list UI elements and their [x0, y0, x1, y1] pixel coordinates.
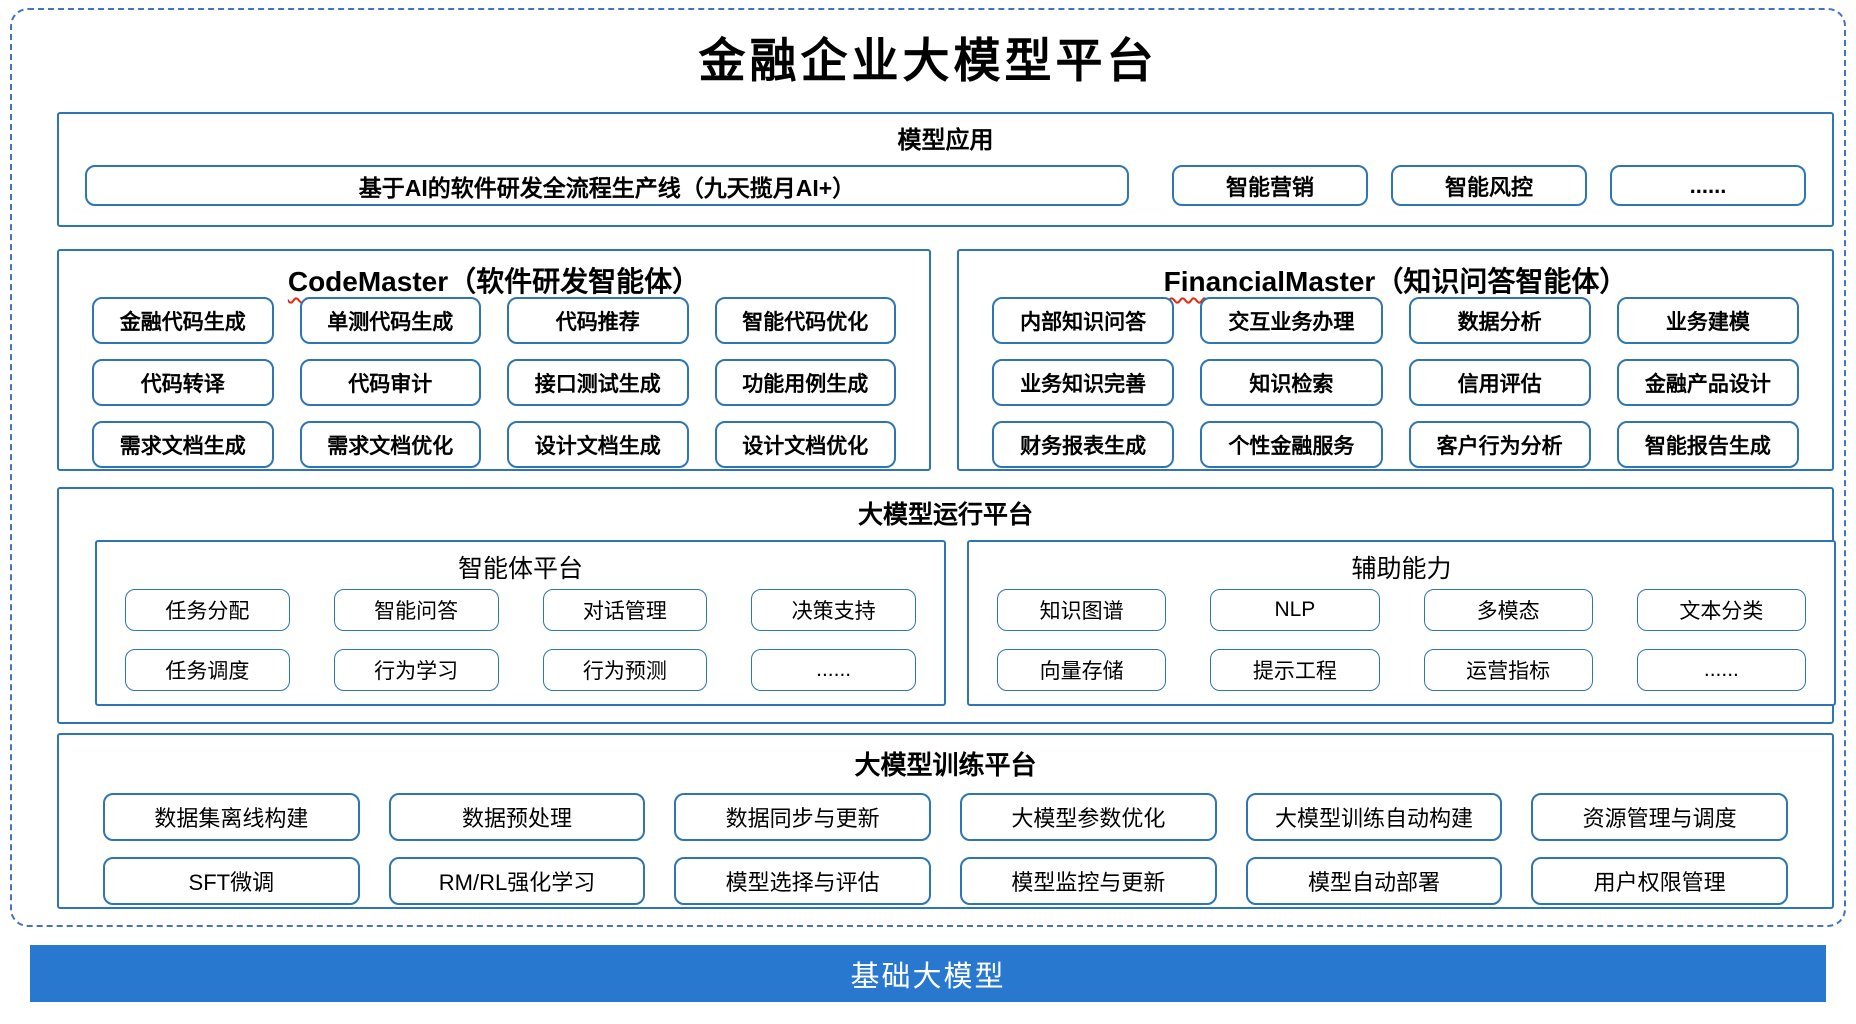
codemaster-capability-box: 设计文档生成	[507, 421, 689, 468]
financialmaster-capability-box: 个性金融服务	[1200, 421, 1383, 468]
training-capability-box: 数据同步与更新	[674, 793, 931, 841]
aux-ability-capability-box: 运营指标	[1423, 649, 1593, 691]
aux-ability-capability-box: 多模态	[1423, 589, 1593, 631]
agent-platform-box: 智能体平台 任务分配 智能问答 对话管理 决策支持任务调度 行为学习 行为预测......	[95, 540, 946, 706]
section-model-application-header: 模型应用	[897, 127, 994, 154]
codemaster-capability-box: 接口测试生成	[507, 359, 689, 406]
aux-ability-capability-box: 提示工程	[1210, 649, 1380, 691]
financialmaster-capability-box: 内部知识问答	[992, 297, 1175, 344]
codemaster-capability-box: 代码转译	[92, 359, 274, 406]
base-model-label: 基础大模型	[850, 960, 1006, 993]
codemaster-header: CodeMaster（软件研发智能体）	[59, 251, 929, 300]
agent-platform-capability-box: ......	[751, 649, 916, 691]
agent-platform-capability-box: 行为学习	[333, 649, 499, 691]
section-training-platform: 大模型训练平台 数据集离线构建数据预处理数据同步与更新大模型参数优化大模型训练自…	[57, 733, 1834, 909]
codemaster-capability-box: 设计文档优化	[714, 421, 896, 468]
training-capability-box: 模型选择与评估	[674, 857, 931, 905]
codemaster-capability-box: 代码审计	[299, 359, 481, 406]
training-capability-box: 大模型训练自动构建	[1245, 793, 1503, 841]
agent-platform-capability-box: 决策支持	[751, 589, 916, 631]
section-model-application: 模型应用 基于AI的软件研发全流程生产线（九天揽月AI+） 智能营销智能风控..…	[57, 112, 1834, 227]
training-grid: 数据集离线构建数据预处理数据同步与更新大模型参数优化大模型训练自动构建资源管理与…	[103, 793, 1788, 905]
aux-ability-capability-box: 向量存储	[997, 649, 1167, 691]
aux-ability-capability-box: ......	[1636, 649, 1806, 691]
codemaster-capability-box: 需求文档优化	[299, 421, 481, 468]
financialmaster-capability-box: 金融产品设计	[1616, 359, 1799, 406]
financialmaster-capability-box: 业务建模	[1616, 297, 1799, 344]
codemaster-capability-box: 代码推荐	[507, 297, 689, 344]
model-application-row: 基于AI的软件研发全流程生产线（九天揽月AI+） 智能营销智能风控......	[85, 165, 1806, 206]
page-title: 金融企业大模型平台	[698, 34, 1158, 89]
agent-platform-header: 智能体平台	[457, 555, 583, 583]
training-capability-box: 模型自动部署	[1245, 857, 1503, 905]
financialmaster-header: FinancialMaster（知识问答智能体）	[959, 251, 1832, 300]
financialmaster-name: FinancialMaster	[1163, 266, 1376, 297]
financialmaster-subtitle: （知识问答智能体）	[1375, 266, 1628, 297]
training-capability-box: SFT微调	[103, 857, 360, 905]
financialmaster-capability-box: 数据分析	[1408, 297, 1591, 344]
codemaster-capability-box: 单测代码生成	[299, 297, 481, 344]
agent-platform-capability-box: 对话管理	[542, 589, 708, 631]
financialmaster-capability-box: 智能报告生成	[1616, 421, 1799, 468]
agent-platform-capability-box: 任务分配	[125, 589, 290, 631]
training-capability-box: 数据预处理	[388, 793, 646, 841]
aux-ability-grid: 知识图谱 NLP 多模态 文本分类向量存储 提示工程 运营指标......	[997, 589, 1806, 691]
training-platform-header: 大模型训练平台	[854, 750, 1037, 780]
financialmaster-capability-box: 客户行为分析	[1408, 421, 1591, 468]
aux-ability-box: 辅助能力 知识图谱 NLP 多模态 文本分类向量存储 提示工程 运营指标......	[967, 540, 1836, 706]
aux-ability-header: 辅助能力	[1351, 555, 1452, 583]
codemaster-capability-box: 智能代码优化	[714, 297, 896, 344]
training-capability-box: 用户权限管理	[1531, 857, 1788, 905]
training-capability-box: 模型监控与更新	[959, 857, 1217, 905]
training-capability-box: 数据集离线构建	[103, 793, 360, 841]
codemaster-capability-box: 功能用例生成	[714, 359, 896, 406]
codemaster-subtitle: （软件研发智能体）	[448, 266, 701, 297]
codemaster-grid: 金融代码生成单测代码生成代码推荐智能代码优化代码转译代码审计接口测试生成功能用例…	[92, 297, 896, 468]
codemaster-capability-box: 金融代码生成	[92, 297, 274, 344]
section-financialmaster: FinancialMaster（知识问答智能体） 内部知识问答交互业务办理数据分…	[957, 249, 1834, 471]
section-codemaster: CodeMaster（软件研发智能体） 金融代码生成单测代码生成代码推荐智能代码…	[57, 249, 931, 471]
agent-platform-capability-box: 任务调度	[125, 649, 290, 691]
agent-platform-capability-box: 智能问答	[333, 589, 499, 631]
aux-ability-capability-box: NLP	[1210, 589, 1380, 631]
agent-platform-capability-box: 行为预测	[542, 649, 708, 691]
aux-ability-capability-box: 文本分类	[1636, 589, 1806, 631]
section-runtime-platform: 大模型运行平台 智能体平台 任务分配 智能问答 对话管理 决策支持任务调度 行为学习 行为…	[57, 487, 1836, 724]
training-capability-box: 资源管理与调度	[1531, 793, 1788, 841]
financialmaster-capability-box: 业务知识完善	[992, 359, 1175, 406]
application-box: ......	[1610, 165, 1806, 206]
pipeline-box: 基于AI的软件研发全流程生产线（九天揽月AI+）	[85, 165, 1129, 206]
financialmaster-grid: 内部知识问答交互业务办理数据分析业务建模业务知识完善知识检索信用评估金融产品设计…	[992, 297, 1799, 468]
outer-dashed-frame	[10, 8, 1846, 927]
codemaster-capability-box: 需求文档生成	[92, 421, 274, 468]
application-box: 智能营销	[1172, 165, 1368, 206]
training-capability-box: RM/RL强化学习	[388, 857, 646, 905]
aux-ability-capability-box: 知识图谱	[997, 589, 1167, 631]
application-box: 智能风控	[1391, 165, 1587, 206]
financialmaster-capability-box: 交互业务办理	[1200, 297, 1383, 344]
financialmaster-capability-box: 知识检索	[1200, 359, 1383, 406]
financialmaster-capability-box: 财务报表生成	[992, 421, 1175, 468]
codemaster-name: CodeMaster	[287, 266, 449, 297]
base-model-bar: 基础大模型	[30, 945, 1826, 1002]
training-capability-box: 大模型参数优化	[959, 793, 1217, 841]
runtime-platform-header: 大模型运行平台	[857, 501, 1033, 529]
agent-platform-grid: 任务分配 智能问答 对话管理 决策支持任务调度 行为学习 行为预测......	[125, 589, 916, 691]
financialmaster-capability-box: 信用评估	[1408, 359, 1591, 406]
